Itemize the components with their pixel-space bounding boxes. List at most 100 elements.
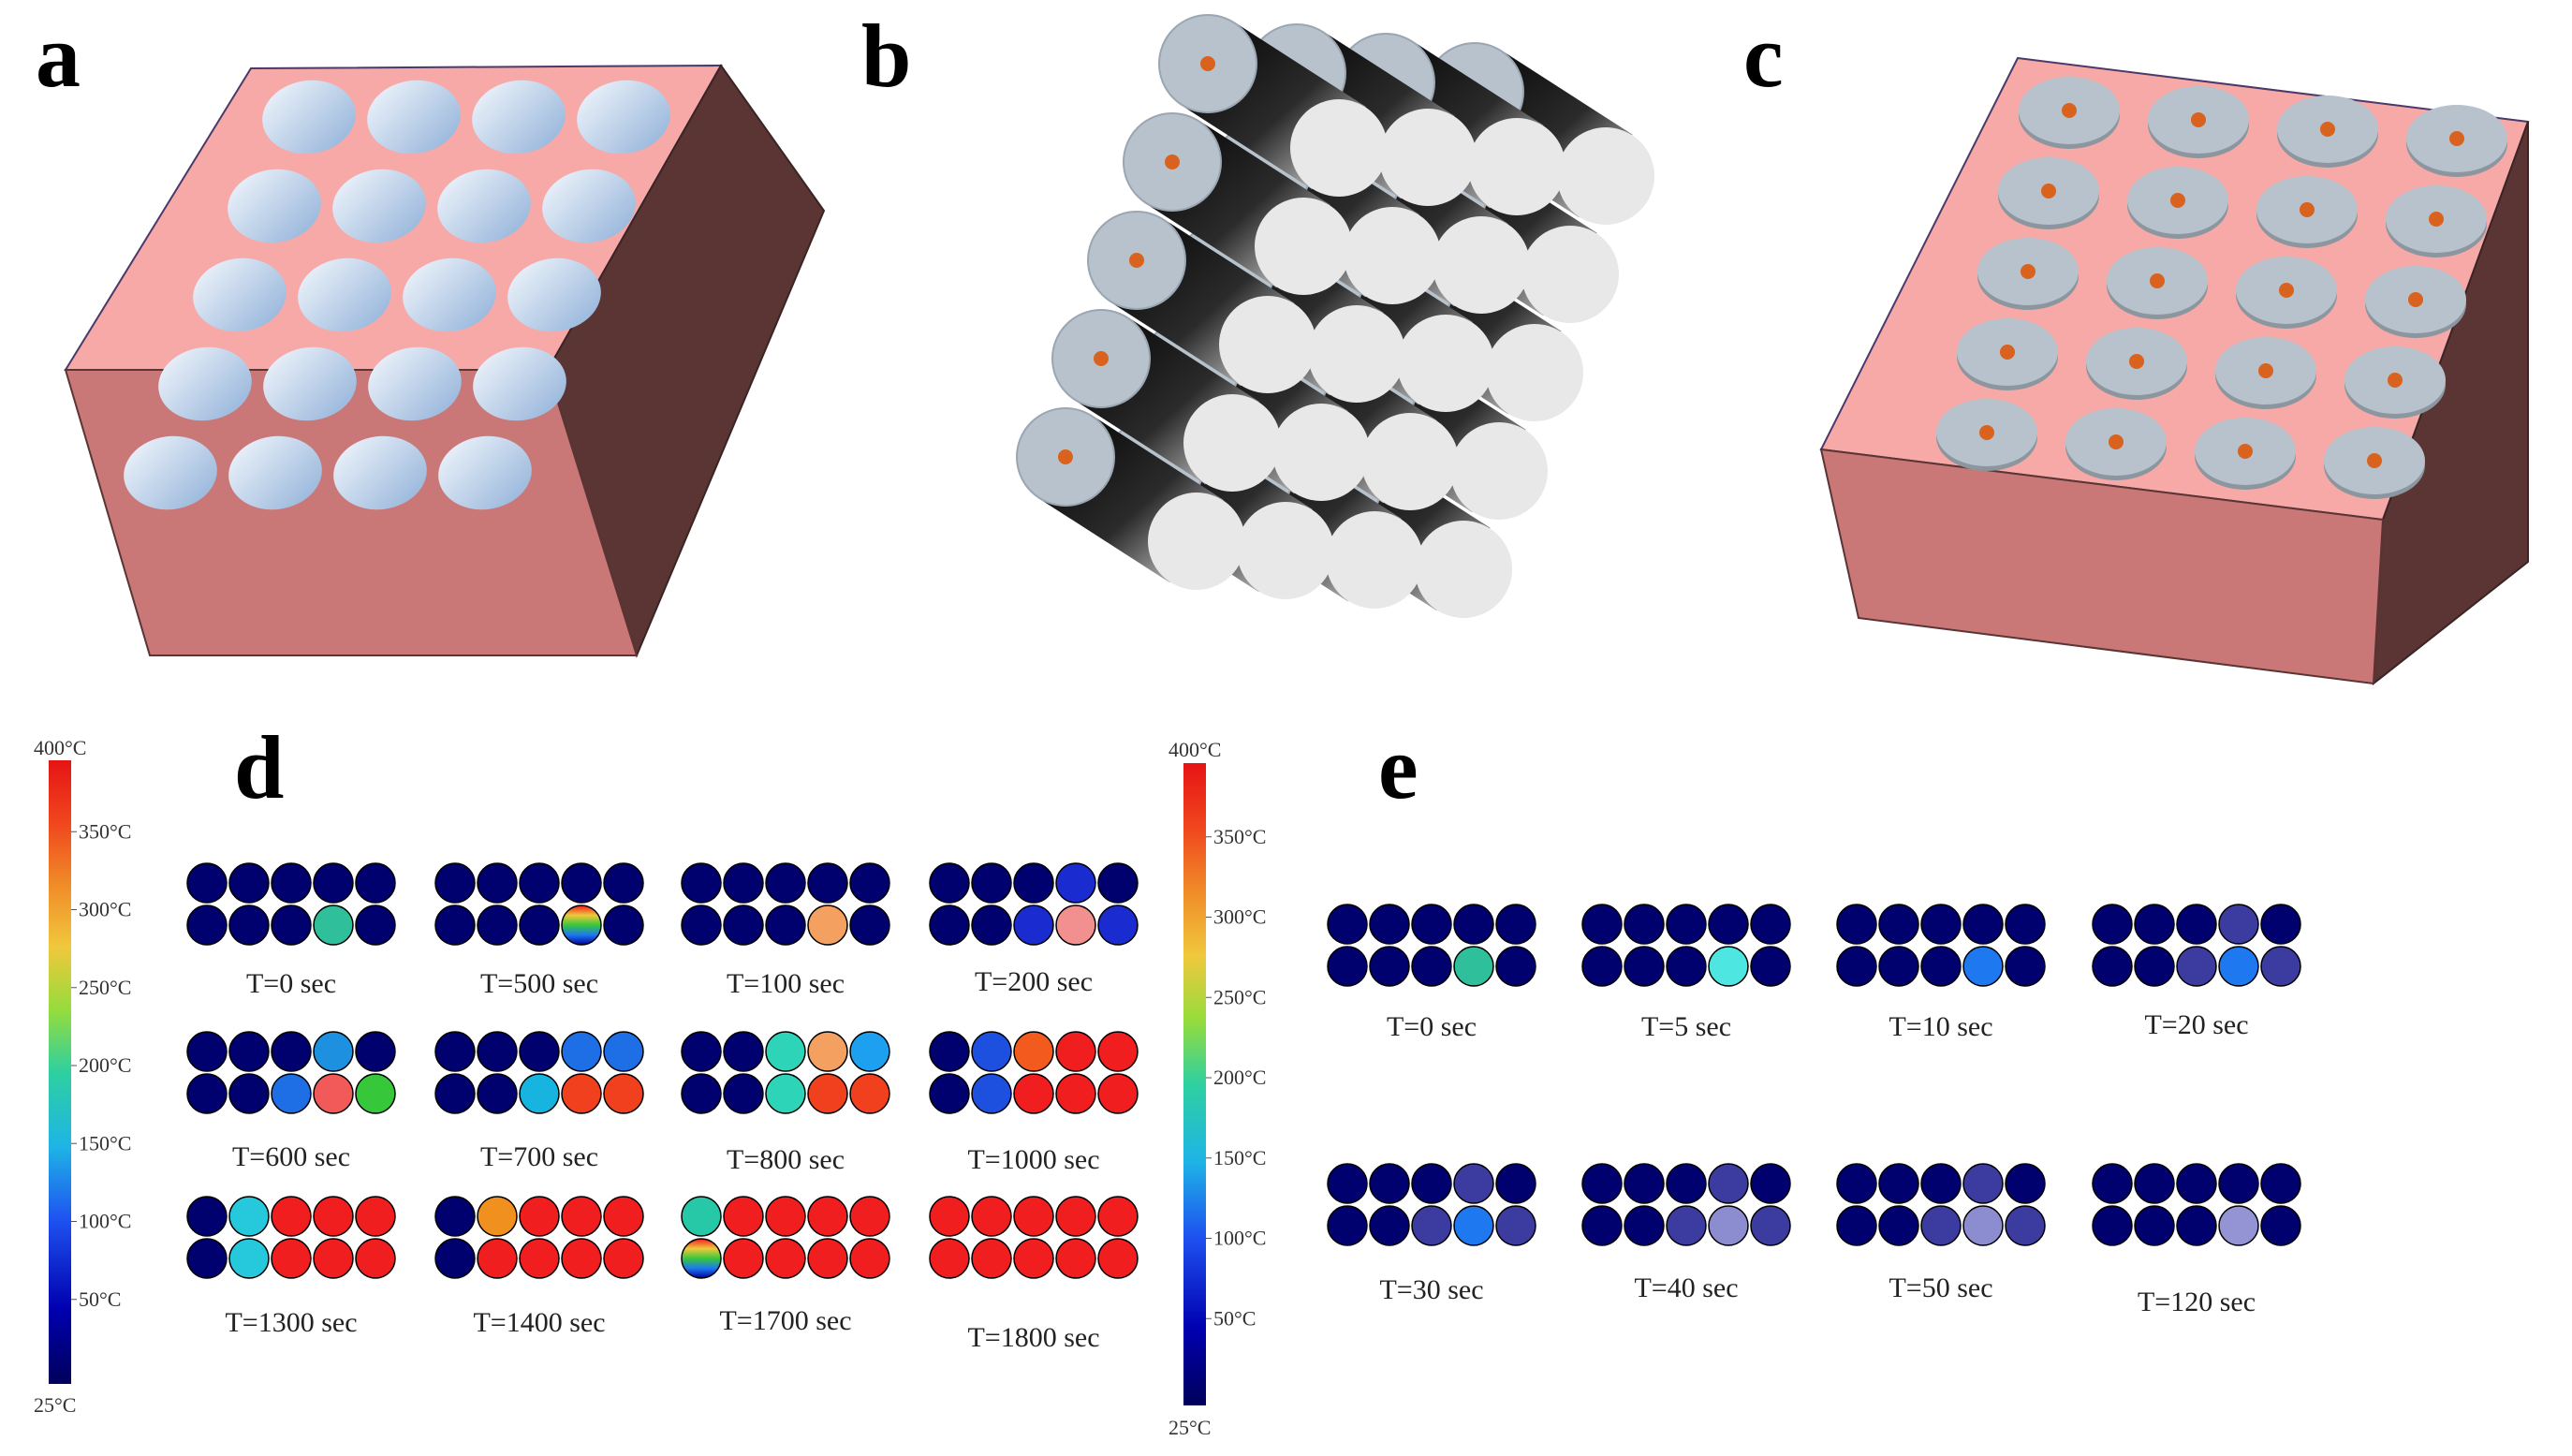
grid-cell (1708, 904, 1749, 945)
temperature-grid: T=1400 sec (434, 1196, 644, 1338)
grid-cell (434, 862, 476, 904)
grid-cell (849, 1031, 890, 1072)
grid-cell (1708, 1205, 1749, 1246)
panel-label-d: d (234, 717, 284, 817)
grid-cell (1369, 1205, 1410, 1246)
grid-cell (603, 1031, 644, 1072)
grid-cell (1920, 904, 1962, 945)
time-caption: T=600 sec (232, 1141, 350, 1172)
rod-end (1557, 127, 1654, 225)
grid-cell (849, 1073, 890, 1114)
colorbar-right-gradient (1183, 763, 1206, 1405)
grid-cell (1836, 1205, 1877, 1246)
grid-cell (355, 1196, 396, 1237)
grid-cell (681, 862, 722, 904)
grid-cell (561, 862, 602, 904)
rod-end (1183, 394, 1281, 492)
temperature-grid: T=40 sec (1581, 1163, 1791, 1303)
grid-cell (477, 1073, 518, 1114)
grid-cell (271, 862, 312, 904)
grid-cell (2260, 1205, 2301, 1246)
rod-end (1521, 226, 1619, 323)
grid-cell (1055, 904, 1096, 946)
grid-cell (603, 1196, 644, 1237)
disk-core (2191, 112, 2206, 127)
grid-cell (723, 862, 764, 904)
grid-cell (765, 862, 806, 904)
grid-cell (1581, 946, 1623, 987)
grid-cell (561, 1196, 602, 1237)
grid-cell (1962, 946, 2004, 987)
grid-cell (313, 1073, 354, 1114)
grid-cell (807, 904, 848, 946)
grid-cell (1369, 946, 1410, 987)
disk-core (2062, 103, 2077, 118)
disk-core (2449, 131, 2464, 146)
grid-cell (1453, 1163, 1494, 1204)
grid-cell (929, 1031, 970, 1072)
colorbar-tick-label: 250°C (79, 976, 131, 999)
grid-cell (1055, 1073, 1096, 1114)
time-caption: T=1400 sec (473, 1307, 605, 1338)
grid-cell (1750, 946, 1791, 987)
grid-cell (603, 862, 644, 904)
grid-cell (2260, 1163, 2301, 1204)
temperature-grid: T=100 sec (681, 862, 890, 999)
grid-cell (2218, 904, 2259, 945)
grid-cell (723, 1073, 764, 1114)
grid-cell (1878, 1205, 1919, 1246)
block-a-front (64, 369, 639, 656)
grid-cell (519, 1238, 560, 1279)
hole (577, 80, 670, 154)
grid-cell (1055, 1031, 1096, 1072)
colorbar-tick-label: 300°C (1213, 905, 1266, 929)
grid-cell (1055, 862, 1096, 904)
grid-cell (2005, 1205, 2046, 1246)
hole (332, 169, 426, 243)
grid-cell (1581, 1205, 1623, 1246)
grid-cell (2176, 1205, 2217, 1246)
grid-cell (849, 862, 890, 904)
grid-cell (849, 1238, 890, 1279)
disk-core (2109, 434, 2124, 449)
grid-cell (1920, 1163, 1962, 1204)
grid-cell (1327, 1163, 1368, 1204)
grid-cell (1750, 1163, 1791, 1204)
rod (1051, 309, 1281, 492)
rod-end (1361, 413, 1459, 510)
grid-cell (2092, 904, 2133, 945)
temperature-grid: T=1700 sec (681, 1196, 890, 1336)
grid-cell (355, 904, 396, 946)
grid-cell (1624, 1163, 1665, 1204)
grid-cell (2092, 1163, 2133, 1204)
grid-cell (186, 1073, 228, 1114)
rod-end (1486, 324, 1583, 421)
grid-cell (519, 904, 560, 946)
grid-cell (807, 1196, 848, 1237)
grid-cell (1097, 862, 1139, 904)
grid-cell (477, 1196, 518, 1237)
grid-cell (271, 1238, 312, 1279)
grid-cell (929, 1073, 970, 1114)
hole (333, 435, 427, 510)
grid-cell (1369, 904, 1410, 945)
colorbar-tick-label: 200°C (1213, 1066, 1266, 1089)
grid-cell (1962, 904, 2004, 945)
hole (472, 80, 566, 154)
hole (263, 346, 357, 421)
grid-cell (313, 1196, 354, 1237)
grid-cell (723, 1196, 764, 1237)
temperature-grid: T=600 sec (186, 1031, 396, 1172)
grid-cell (477, 1238, 518, 1279)
rod-array-b (1016, 14, 1654, 618)
disk-core (2041, 184, 2056, 199)
grid-cell (561, 1031, 602, 1072)
rod-end (1237, 502, 1334, 599)
grid-cell (2134, 1163, 2175, 1204)
grid-cell (1836, 946, 1877, 987)
grid-cell (355, 1073, 396, 1114)
temperature-grid: T=1000 sec (929, 1031, 1139, 1175)
colorbar-tick-label: 300°C (79, 898, 131, 921)
grid-cell (434, 904, 476, 946)
